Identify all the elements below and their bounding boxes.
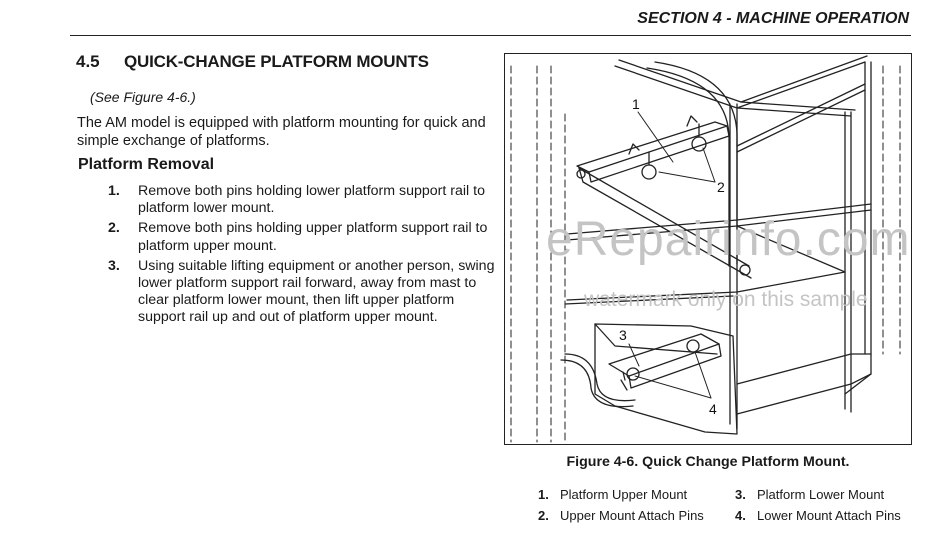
figure-caption: Figure 4-6. Quick Change Platform Mount. [566, 454, 850, 470]
legend-label: Platform Upper Mount [560, 487, 688, 502]
section-number: 4.5 [76, 52, 100, 71]
step-text: Using suitable lifting equipment or anot… [138, 257, 495, 326]
callout-1: 1 [632, 96, 640, 112]
intro-paragraph: The AM model is equipped with platform m… [77, 115, 486, 149]
watermark-sub: watermark only on this sample [584, 288, 868, 311]
figure-illustration: 1 2 3 4 [504, 53, 912, 445]
step-item: 3. Using suitable lifting equipment or a… [108, 258, 498, 327]
legend-number: 1. [538, 487, 549, 502]
step-number: 1. [108, 183, 120, 199]
step-number: 2. [108, 220, 120, 237]
legend-item: 1. Platform Upper Mount [538, 487, 687, 502]
legend-label: Platform Lower Mount [757, 487, 885, 502]
legend-item: 4. Lower Mount Attach Pins [735, 508, 901, 523]
step-text: Remove both pins holding lower platform … [138, 183, 485, 217]
platform-mount-drawing: 1 2 3 4 [510, 55, 901, 443]
figure-reference: (See Figure 4-6.) [90, 89, 196, 105]
legend-label: Upper Mount Attach Pins [560, 508, 704, 523]
callout-4: 4 [709, 401, 717, 417]
step-item: 1. Remove both pins holding lower platfo… [108, 183, 498, 217]
header-rule [70, 35, 911, 36]
legend-number: 2. [538, 508, 549, 523]
section-header: SECTION 4 - MACHINE OPERATION [637, 10, 909, 27]
section-title: QUICK-CHANGE PLATFORM MOUNTS [124, 52, 429, 71]
legend-number: 4. [735, 508, 746, 523]
watermark-main: eRepairinfo.com [546, 213, 911, 266]
callout-3: 3 [619, 327, 627, 343]
legend-number: 3. [735, 487, 746, 502]
removal-steps-list: 1. Remove both pins holding lower platfo… [108, 183, 498, 330]
step-number: 3. [108, 257, 120, 274]
callout-2: 2 [717, 179, 725, 195]
subheading-platform-removal: Platform Removal [78, 156, 215, 173]
legend-item: 2. Upper Mount Attach Pins [538, 508, 704, 523]
legend-label: Lower Mount Attach Pins [757, 508, 901, 523]
legend-item: 3. Platform Lower Mount [735, 487, 884, 502]
step-text: Remove both pins holding upper platform … [138, 220, 488, 254]
step-item: 2. Remove both pins holding upper platfo… [108, 220, 498, 254]
